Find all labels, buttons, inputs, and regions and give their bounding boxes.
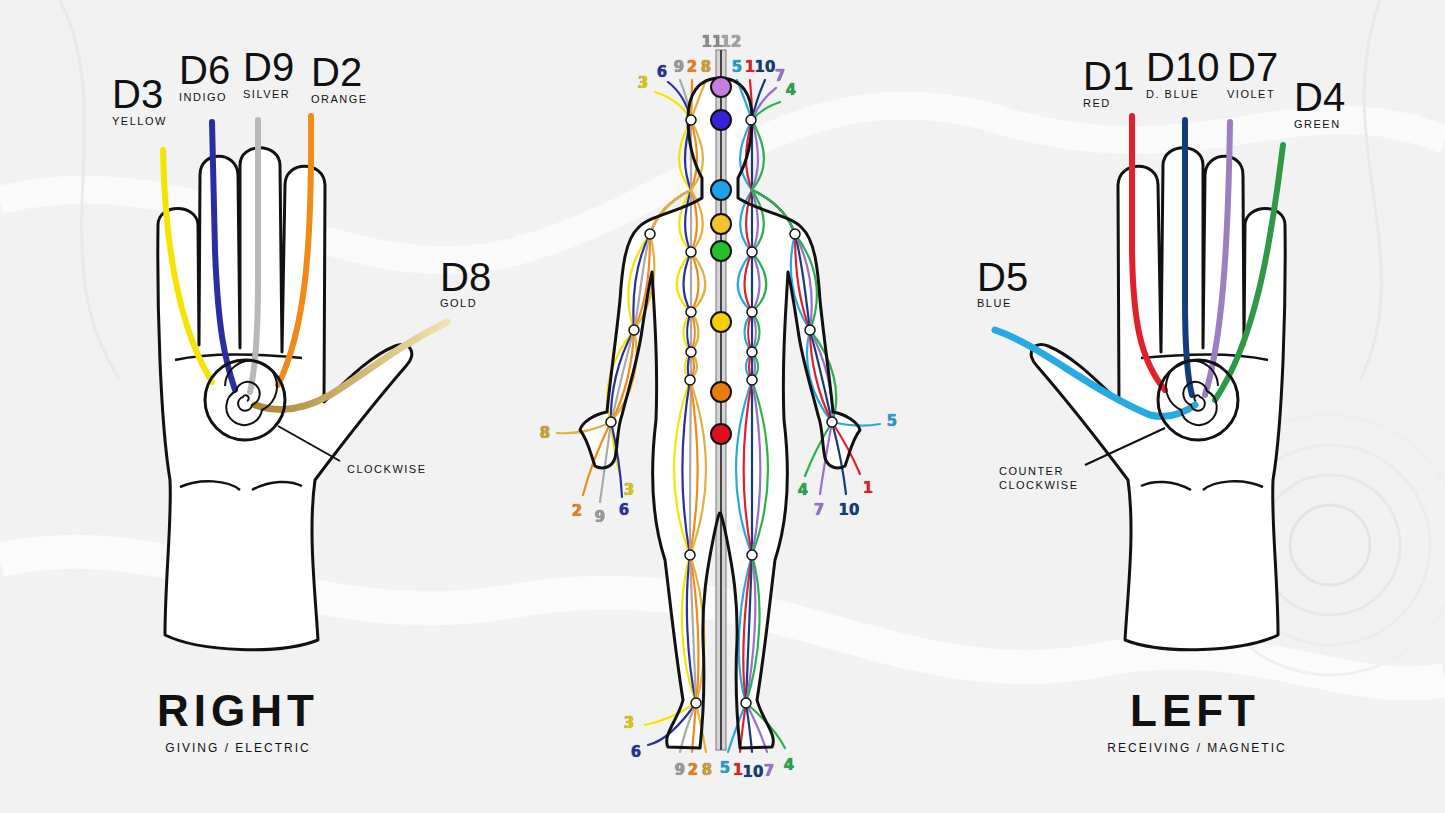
channel-label: D2 [311,52,362,92]
channel-label: D1 [1083,56,1134,96]
right-hand [158,116,447,650]
callout-number: 9 [675,763,685,778]
hand-title: RIGHT [157,689,319,733]
channel-label: D10 [1146,47,1219,87]
channel-label: D3 [112,74,163,114]
hand-title: LEFT [1130,689,1260,733]
color-name: GREEN [1294,119,1341,130]
color-name: YELLOW [112,116,167,127]
callout-number: 4 [786,83,796,98]
callout-number: 5 [887,414,897,429]
channel-label: D5 [977,257,1028,297]
callout-number: 4 [798,483,808,498]
color-name: ORANGE [311,94,368,105]
color-name: INDIGO [179,92,227,103]
color-name: D. BLUE [1146,89,1199,100]
callout-number: 5 [732,60,742,75]
direction-label: COUNTER CLOCKWISE [999,464,1081,492]
callout-number: 8 [701,60,711,75]
callout-number: 9 [595,510,605,525]
channel-label: D6 [179,50,230,90]
callout-number: 1 [745,60,755,75]
channel-label: D4 [1294,77,1345,117]
callout-number: 2 [687,60,697,75]
callout-number: 10 [743,765,764,780]
color-name: VIOLET [1227,89,1275,100]
callout-number: 11 [702,35,723,50]
callout-number: 8 [540,426,550,441]
body-figure [557,50,880,752]
callout-number: 2 [688,763,698,778]
direction-label: CLOCKWISE [347,464,427,475]
callout-number: 1 [733,763,743,778]
color-name: SILVER [243,89,290,100]
callout-number: 5 [720,761,730,776]
callout-number: 7 [764,764,774,779]
callout-number: 3 [638,76,648,91]
callout-number: 4 [784,758,794,773]
color-name: BLUE [977,298,1012,309]
channel-label: D7 [1227,47,1278,87]
callout-number: 9 [674,60,684,75]
callout-number: 3 [624,716,634,731]
callout-number: 6 [619,503,629,518]
callout-number: 7 [814,503,824,518]
hand-subtitle: GIVING / ELECTRIC [165,742,310,754]
channel-label: D9 [243,47,294,87]
callout-number: 3 [624,483,634,498]
callout-number: 10 [755,60,776,75]
callout-number: 7 [775,69,785,84]
color-name: RED [1083,98,1111,109]
callout-number: 2 [572,504,582,519]
callout-number: 12 [721,35,742,50]
hand-subtitle: RECEIVING / MAGNETIC [1107,742,1286,754]
callout-number: 10 [839,503,860,518]
color-name: GOLD [440,298,477,309]
callout-number: 6 [657,65,667,80]
left-hand [995,116,1285,650]
callout-number: 6 [631,745,641,760]
callout-number: 1 [863,481,873,496]
callout-number: 8 [702,763,712,778]
channel-label: D8 [440,257,491,297]
